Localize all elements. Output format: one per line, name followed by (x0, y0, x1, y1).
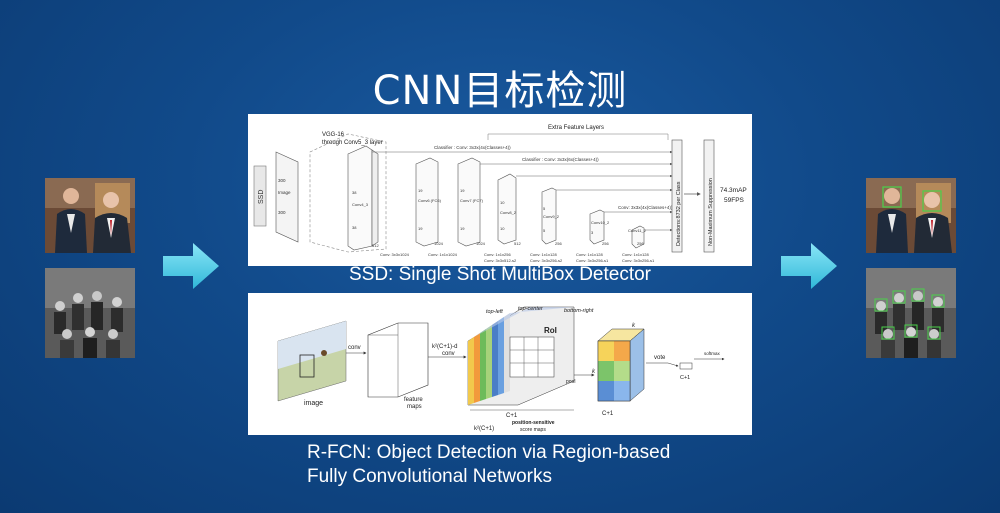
input-photo-bw (45, 268, 135, 358)
ssd-image-plane (275, 151, 299, 243)
input-photo-color (45, 178, 135, 253)
output-photo-bw (866, 268, 956, 358)
nms-bar (703, 139, 715, 253)
k-label: k (592, 369, 596, 375)
rfcn-diagram: image conv feature maps k²(C+1)-d conv (248, 293, 752, 435)
feature-maps-label: maps (407, 404, 422, 410)
ssd-num: 256 (602, 241, 609, 246)
conv-label: Conv8_2 (500, 210, 517, 215)
ssd-num: 38 (352, 225, 357, 230)
ssd-num: 19 (418, 226, 423, 231)
ssd-num: 10 (500, 226, 505, 231)
psm-label: position-sensitive (512, 420, 555, 426)
ssd-input-box (253, 165, 267, 227)
c1-label: C+1 (680, 375, 690, 381)
extra-feature-layers-label: Extra Feature Layers (548, 125, 604, 131)
conv-op-label: Conv: 1x1x128 (530, 252, 557, 257)
conv-label: conv (348, 345, 361, 351)
conv-op-label: Conv: 3x3x256-s2 (530, 258, 563, 263)
rfcn-image-label: image (304, 400, 323, 407)
k-label: k (632, 323, 636, 329)
rfcn-caption: R-FCN: Object Detection via Region-based… (307, 441, 670, 489)
vgg-label: through Conv5_3 layer (322, 140, 383, 146)
conv-op-label: Conv: 3x3x1024 (380, 252, 410, 257)
classifier-label: Conv: 3x3x(4x(Classes+4)) (618, 205, 673, 210)
conv-label: Conv7 (FC7) (460, 198, 484, 203)
ssd-num: 5 (543, 206, 546, 211)
score-map-stack (467, 306, 575, 406)
feature-maps-label: feature (404, 397, 423, 403)
ssd-num: 1024 (434, 241, 444, 246)
ssd-num: 512 (372, 243, 379, 248)
conv-op-label: Conv: 3x3x512-s2 (484, 258, 517, 263)
conv-op-label: Conv: 3x3x256-s1 (622, 258, 655, 263)
bottom-right-label: bottom-right (564, 308, 594, 314)
ssd-caption: SSD: Single Shot MultiBox Detector (348, 264, 652, 285)
fps-metric: 59FPS (724, 197, 745, 204)
ssd-num: 3 (591, 230, 594, 235)
conv-label: Conv10_2 (591, 220, 610, 225)
k2c1-label: k²(C+1) (474, 426, 494, 432)
detections-bar (671, 139, 683, 253)
output-photo-color (866, 178, 956, 253)
k2c1d-label: k²(C+1)-d (432, 344, 458, 350)
ssd-num: 19 (418, 188, 423, 193)
top-center-label: top-center (518, 306, 544, 312)
conv-op-label: Conv: 1x1x1024 (428, 252, 458, 257)
pooled-score-grid (597, 328, 645, 402)
roi-label: RoI (544, 326, 557, 335)
class-vector (679, 362, 693, 370)
conv-op-label: Conv: 3x3x256-s1 (576, 258, 609, 263)
softmax-label: softmax (704, 351, 721, 356)
c1-label: C+1 (602, 411, 614, 417)
map-metric: 74.3mAP (720, 187, 747, 194)
conv-label: Conv11_2 (628, 228, 647, 233)
nms-label: Non-Maximum Suppression (708, 178, 714, 246)
conv-label: Conv6 (FC6) (418, 198, 442, 203)
c1-label: C+1 (506, 413, 518, 419)
ssd-num: 256 (555, 241, 562, 246)
ssd-num: 19 (460, 188, 465, 193)
conv-op-label: Conv: 1x1x256 (484, 252, 511, 257)
psm-label: score maps (520, 427, 546, 433)
ssd-input-label: SSD (258, 190, 265, 204)
vgg-dashed-box (309, 133, 387, 253)
vote-label: vote (654, 355, 666, 361)
conv-op-label: Conv: 1x1x128 (622, 252, 649, 257)
slide-title: CNN目标检测 (372, 68, 628, 114)
conv-label: Conv4_3 (352, 202, 369, 207)
ssd-num: 10 (500, 200, 505, 205)
classifier-label: Classifier : Conv: 3x3x(6x(Classes+4)) (522, 157, 599, 162)
rfcn-caption-line2: Fully Convolutional Networks (307, 466, 552, 487)
conv-label: conv (442, 351, 455, 357)
ssd-num: 256 (637, 241, 644, 246)
ssd-num: 512 (514, 241, 521, 246)
ssd-num: 300 (278, 210, 286, 215)
detections-label: Detections:8732 per Class (676, 181, 682, 246)
pool-label: pool (566, 379, 575, 385)
conv-label: Conv9_2 (543, 214, 560, 219)
ssd-num: 300 (278, 178, 286, 183)
ssd-num: 5 (543, 228, 546, 233)
rfcn-caption-line1: R-FCN: Object Detection via Region-based (307, 442, 671, 463)
right-arrow-icon (781, 243, 837, 289)
ssd-num: 38 (352, 190, 357, 195)
ssd-num: 19 (460, 226, 465, 231)
top-left-label: top-left (486, 309, 503, 315)
ssd-diagram: SSD Image 300 300 VGG-16 through Conv5_3… (248, 114, 752, 266)
ssd-num: 1024 (476, 241, 486, 246)
conv-op-label: Conv: 1x1x128 (576, 252, 603, 257)
vgg-label: VGG-16 (322, 132, 345, 138)
classifier-label: Classifier : Conv: 3x3x(4x(Classes+4)) (434, 145, 511, 150)
left-arrow-icon (163, 243, 219, 289)
ssd-image-label: Image (278, 190, 291, 195)
